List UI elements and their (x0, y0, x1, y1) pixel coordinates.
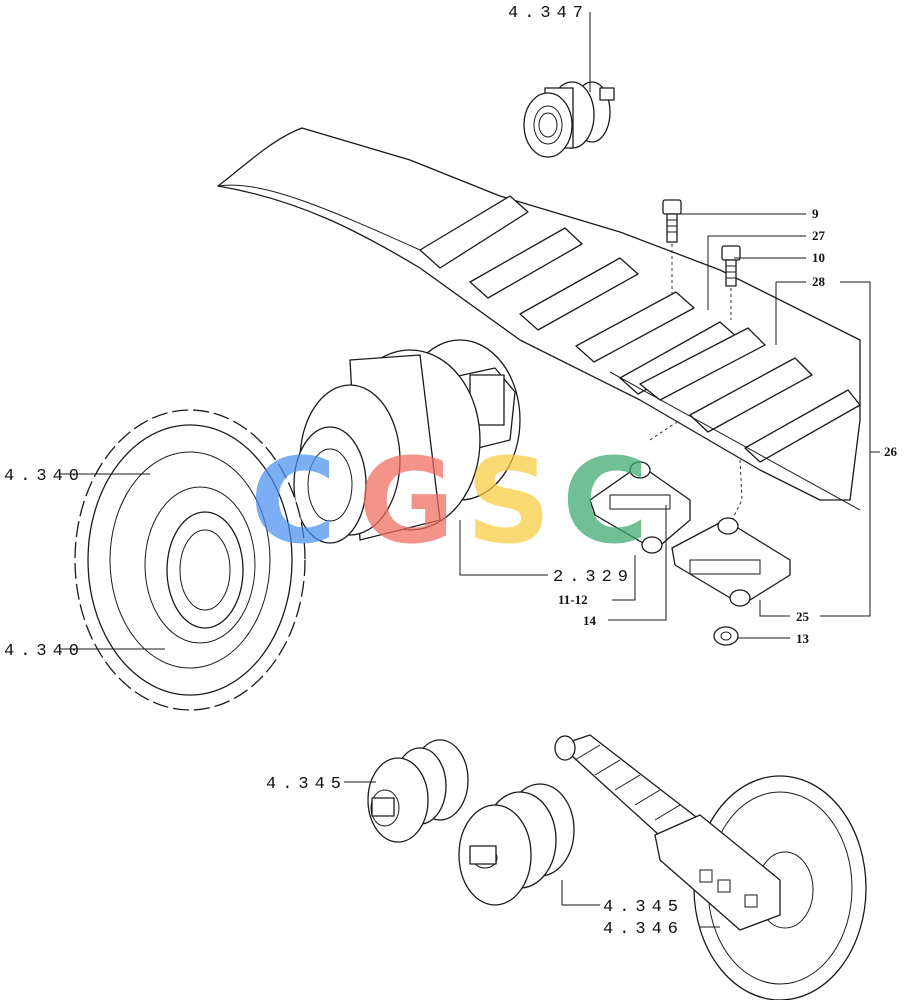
top-carrier-roller (523, 81, 615, 158)
watermark-letter-s: S (466, 432, 551, 570)
watermark-letter-c1: C (250, 432, 337, 570)
item-25: 25 (796, 609, 810, 624)
ref-4-345-left: 4.345 (266, 775, 347, 794)
ref-4-340-lower: 4.340 (4, 642, 85, 661)
track-link-lower (671, 517, 791, 607)
bolt-10 (721, 245, 741, 287)
travel-motor (293, 339, 521, 544)
item-14: 14 (583, 613, 597, 628)
track-shoes (217, 127, 861, 511)
item-11-12: 11-12 (558, 592, 588, 607)
track-roller-1 (367, 739, 469, 843)
watermark-logo: C G S C (250, 432, 649, 570)
track-roller-2 (458, 783, 575, 906)
ref-4-340-upper: 4.340 (4, 467, 85, 486)
nut-13 (713, 626, 739, 646)
ref-4-347: 4.347 (508, 4, 589, 23)
idler-wheel (654, 775, 867, 1000)
bolt-9 (662, 199, 682, 243)
item-10: 10 (812, 250, 825, 265)
ref-2-329: 2.329 (553, 568, 634, 587)
item-27: 27 (812, 228, 826, 243)
item-13: 13 (796, 631, 810, 646)
item-28: 28 (812, 274, 826, 289)
item-9: 9 (812, 206, 819, 221)
ref-4-345-right: 4.345 (603, 898, 684, 917)
watermark-letter-g: G (358, 432, 455, 570)
track-link-upper (589, 461, 691, 554)
item-26: 26 (884, 444, 898, 459)
ref-4-346: 4.346 (603, 920, 684, 939)
watermark-letter-c2: C (562, 432, 649, 570)
drive-sprocket (74, 409, 306, 711)
leader-lines (60, 12, 880, 928)
